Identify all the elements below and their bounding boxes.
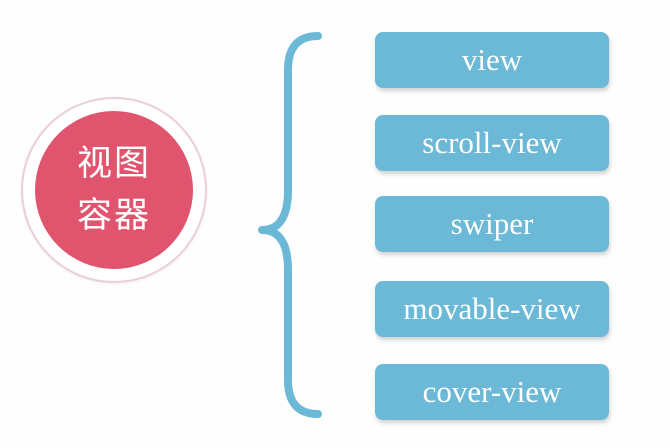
category-label: 视图容器 bbox=[76, 144, 151, 236]
category-circle: 视图容器 bbox=[35, 111, 193, 269]
curly-brace-icon bbox=[258, 32, 322, 418]
component-item-swiper: swiper bbox=[375, 196, 609, 252]
component-item-scroll-view: scroll-view bbox=[375, 115, 609, 171]
component-item-cover-view: cover-view bbox=[375, 364, 609, 420]
component-item-movable-view: movable-view bbox=[375, 281, 609, 337]
component-item-view: view bbox=[375, 32, 609, 88]
